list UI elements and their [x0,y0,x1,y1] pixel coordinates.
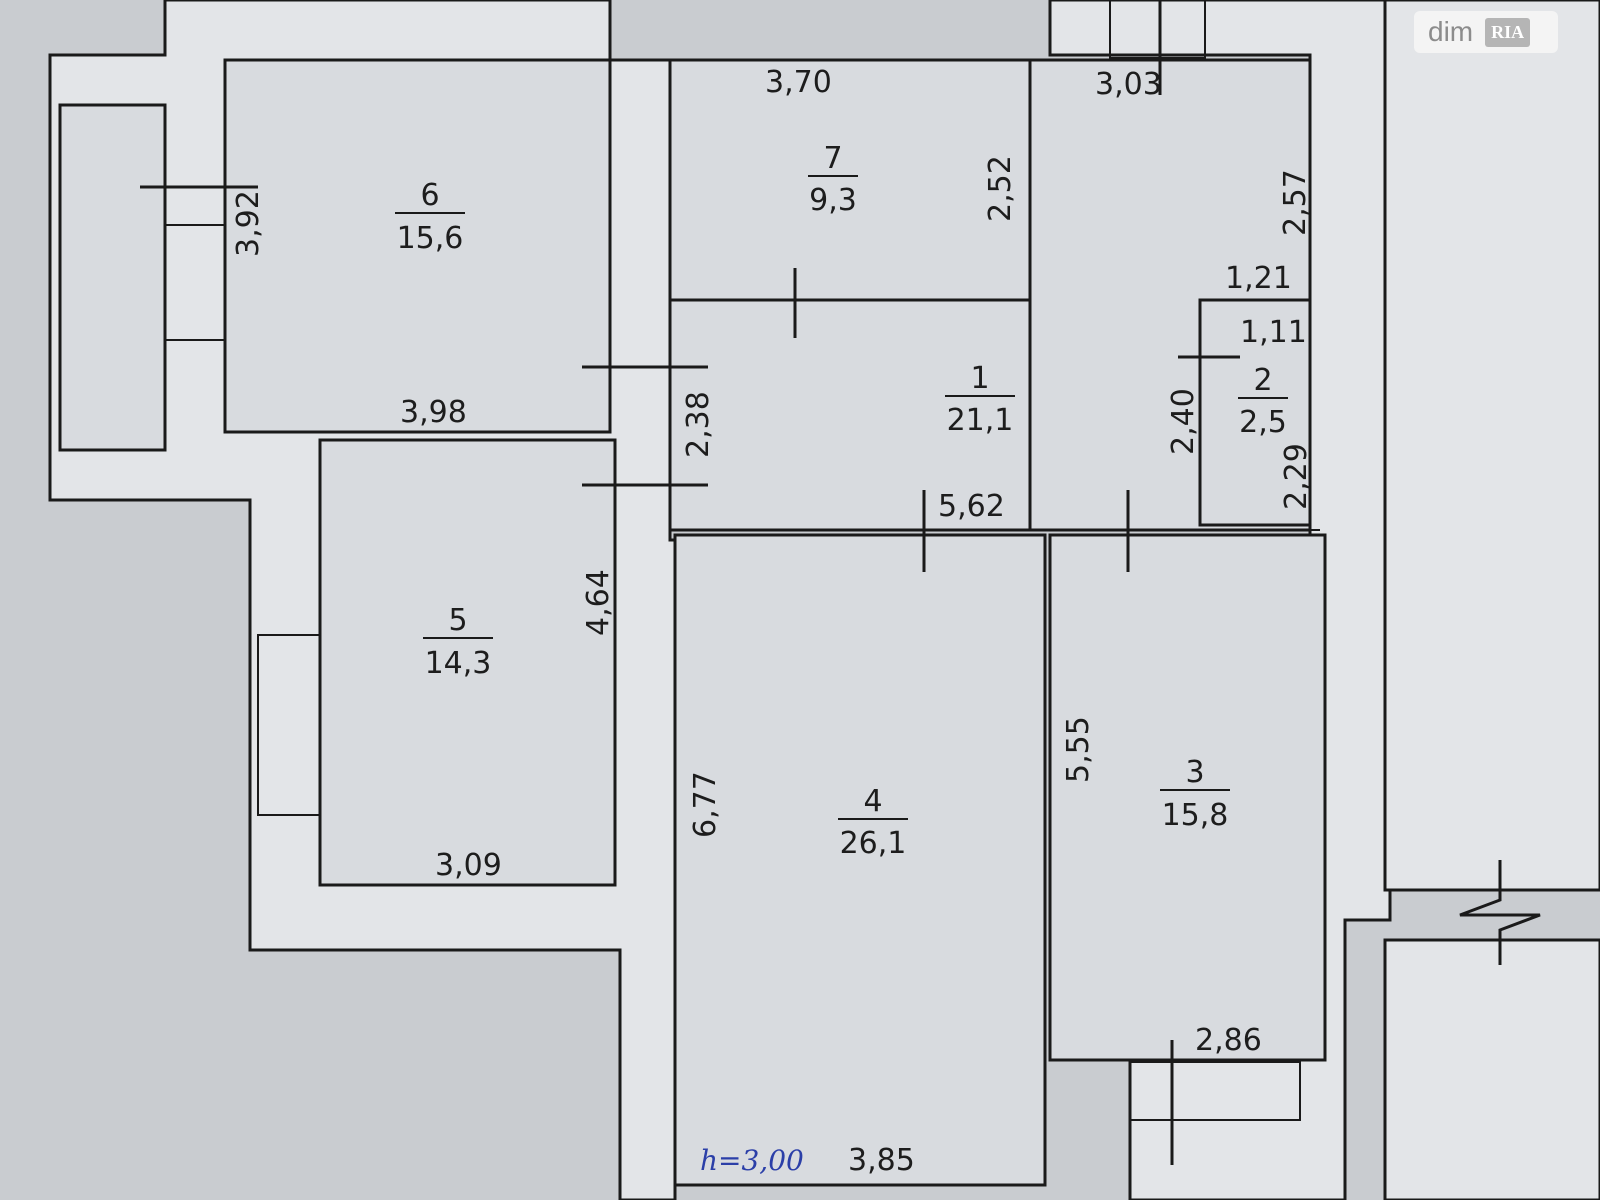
dim-6-77: 6,77 [688,771,723,838]
dim-2-52: 2,52 [983,155,1018,222]
room-6-number: 6 [420,178,439,213]
break-symbol [1459,860,1541,965]
right-outer-block [1383,0,1600,892]
dim-2-40: 2,40 [1166,388,1201,455]
dim-1-11: 1,11 [1240,315,1307,350]
balcony [58,103,167,452]
room-1-area: 21,1 [947,403,1014,438]
room-2 [1198,298,1312,527]
room-3-window [1129,1061,1301,1121]
balcony-window [164,224,226,341]
room-6-area: 15,6 [397,221,464,256]
partitions [140,0,1541,1165]
room-6 [223,58,612,434]
dim-4-64: 4,64 [581,569,616,636]
dim-5-55: 5,55 [1061,716,1096,783]
rooms [58,58,1327,1187]
room-3-number: 3 [1185,755,1204,790]
room-2-number: 2 [1253,363,1272,398]
dim-3-85: 3,85 [848,1143,915,1178]
room-7 [668,58,1032,302]
room-4-area: 26,1 [840,826,907,861]
dimension-labels: 3,70 3,03 2,52 2,57 3,92 1,21 1,11 3,98 … [231,65,1314,1178]
dim-3-09: 3,09 [435,848,502,883]
dim-3-92: 3,92 [231,190,266,257]
dim-3-70: 3,70 [765,65,832,100]
dim-2-86: 2,86 [1195,1023,1262,1058]
dim-5-62: 5,62 [938,489,1005,524]
dim-1-21: 1,21 [1225,261,1292,296]
room-3 [1048,533,1327,1062]
logo-badge: RIA [1485,17,1531,47]
dim-3-98: 3,98 [400,395,467,430]
room-5-area: 14,3 [425,646,492,681]
dim-ria-logo: dim RIA [1414,11,1558,53]
room-2-area: 2,5 [1239,405,1287,440]
room-5 [318,438,617,887]
room-7-number: 7 [823,141,842,176]
room-1-number: 1 [970,361,989,396]
right-lower-block [1383,938,1600,1200]
room-5-window [257,634,321,816]
room-7-area: 9,3 [809,183,857,218]
ceiling-height-note: h=3,00 [700,1144,804,1177]
dim-2-38: 2,38 [681,391,716,458]
dim-3-03: 3,03 [1095,67,1162,102]
room-4 [673,533,1047,1187]
room-4-number: 4 [863,784,882,819]
room-labels: 1 21,1 2 2,5 3 15,8 4 26,1 5 14,3 6 15,6… [395,141,1288,861]
dim-2-57: 2,57 [1278,169,1313,236]
logo-brand: dim [1428,16,1474,47]
room-3-area: 15,8 [1162,798,1229,833]
dim-2-29: 2,29 [1279,443,1314,510]
top-window [1109,0,1206,59]
room-5-number: 5 [448,603,467,638]
